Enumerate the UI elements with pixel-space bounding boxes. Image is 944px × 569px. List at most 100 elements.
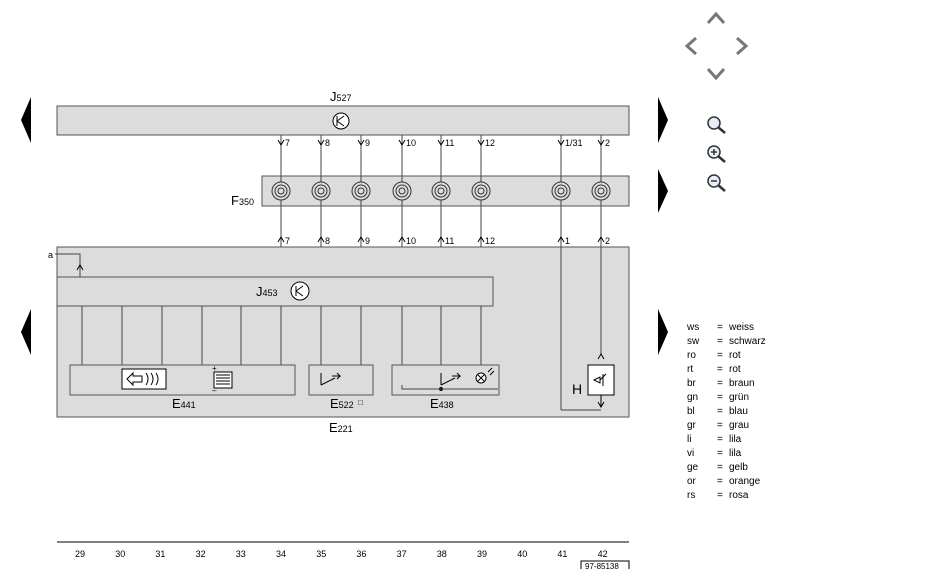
pin-arrow-down-icon (477, 139, 485, 146)
column-number: 31 (155, 549, 165, 559)
svg-text:–: – (212, 386, 217, 395)
fuse (392, 181, 412, 201)
legend-eq: = (717, 476, 723, 487)
connection-mark-a: a (48, 250, 53, 260)
component-e522 (308, 364, 374, 396)
column-number: 42 (598, 549, 608, 559)
legend-row: or = orange (687, 475, 766, 489)
column-number: 41 (557, 549, 567, 559)
pin-label-top: 12 (485, 138, 495, 148)
legend-row: ge = gelb (687, 461, 766, 475)
column-number: 39 (477, 549, 487, 559)
j527-transistor-icon (332, 112, 350, 130)
fuse (431, 181, 451, 201)
legend-code: sw (687, 336, 700, 347)
pin-arrow-up-icon (277, 236, 285, 243)
pin-arrow-down-icon (557, 139, 565, 146)
fuse (471, 181, 491, 201)
chevron-up-icon[interactable] (706, 11, 726, 24)
legend-name: lila (729, 434, 742, 445)
pin-label-mid: 8 (325, 236, 330, 246)
chevron-left-icon[interactable] (684, 36, 697, 56)
legend-row: vi = lila (687, 447, 766, 461)
component-e441-label: E441 (172, 396, 196, 411)
legend-eq: = (717, 462, 723, 473)
fuse-strip-f350-label: F350 (231, 193, 254, 208)
legend-code: ws (687, 322, 700, 333)
legend-code: br (687, 378, 696, 389)
legend-eq: = (717, 378, 723, 389)
pin-arrow-down-icon (597, 139, 605, 146)
legend-row: rs=rosa (687, 489, 766, 503)
page-next-lower-arrow[interactable] (658, 309, 668, 355)
legend-name: rot (729, 364, 741, 375)
legend-code: or (687, 476, 696, 487)
svg-text:□: □ (358, 398, 363, 407)
legend-row: rt = rot (687, 363, 766, 377)
component-h (587, 364, 615, 396)
pin-label-top: 1/31 (565, 138, 583, 148)
page-next-upper-arrow[interactable] (658, 97, 668, 143)
pin-label-top: 11 (445, 138, 454, 148)
legend-code: ge (687, 462, 699, 473)
dimmer-icon (213, 371, 233, 389)
legend-code: rt (687, 364, 694, 375)
page-prev-lower-arrow[interactable] (21, 309, 31, 355)
legend-code: bl (687, 406, 695, 417)
legend-name: lila (729, 448, 742, 459)
legend-row: li=lila (687, 433, 766, 447)
bus-j527-label: J527 (330, 89, 352, 104)
pin-label-top: 10 (406, 138, 416, 148)
pin-arrow-up-icon (357, 236, 365, 243)
chevron-right-icon[interactable] (736, 36, 749, 56)
legend-code: ro (687, 350, 696, 361)
legend-eq: = (717, 336, 723, 347)
legend-code: vi (687, 448, 695, 459)
page-prev-upper-arrow[interactable] (21, 97, 31, 143)
legend-name: schwarz (729, 336, 766, 347)
pin-arrow-down-icon (277, 139, 285, 146)
legend-name: braun (729, 378, 755, 389)
column-number: 36 (356, 549, 366, 559)
legend-eq: = (717, 350, 723, 361)
page-next-middle-arrow[interactable] (658, 169, 668, 213)
column-number: 37 (397, 549, 407, 559)
legend-eq: = (717, 490, 723, 501)
fuse (551, 181, 571, 201)
legend-row: bl=blau (687, 405, 766, 419)
zoom-in-icon[interactable] (707, 145, 726, 163)
legend-name: gelb (729, 462, 748, 473)
legend-name: orange (729, 476, 761, 487)
legend-code: rs (687, 490, 696, 501)
pin-label-mid: 1 (565, 236, 570, 246)
legend-row: gr=grau (687, 419, 766, 433)
component-e438-label: E438 (430, 396, 454, 411)
chevron-down-icon[interactable] (706, 68, 726, 81)
column-number: 32 (196, 549, 206, 559)
column-number: 30 (115, 549, 125, 559)
pin-label-mid: 10 (406, 236, 416, 246)
column-number: 38 (437, 549, 447, 559)
legend-eq: = (717, 364, 723, 375)
switch-icon (440, 372, 462, 386)
legend-name: grün (729, 392, 750, 403)
pin-label-mid: 12 (485, 236, 495, 246)
legend-row: ro=rot (687, 349, 766, 363)
fuse (351, 181, 371, 201)
pin-arrow-up-icon (557, 236, 565, 243)
controller-j453-label: J453 (256, 284, 278, 299)
legend-eq: = (717, 322, 723, 333)
zoom-out-icon[interactable] (707, 174, 726, 192)
pin-arrow-down-icon (357, 139, 365, 146)
pin-label-mid: 11 (445, 236, 454, 246)
legend-eq: = (717, 448, 723, 459)
legend-code: gr (687, 420, 696, 431)
legend-name: weiss (729, 322, 755, 333)
magnifier-icon[interactable] (707, 116, 726, 134)
component-h-label: H (572, 381, 582, 397)
controller-j453 (56, 276, 494, 307)
push-switch-icon (592, 373, 607, 386)
legend-code: gn (687, 392, 699, 403)
